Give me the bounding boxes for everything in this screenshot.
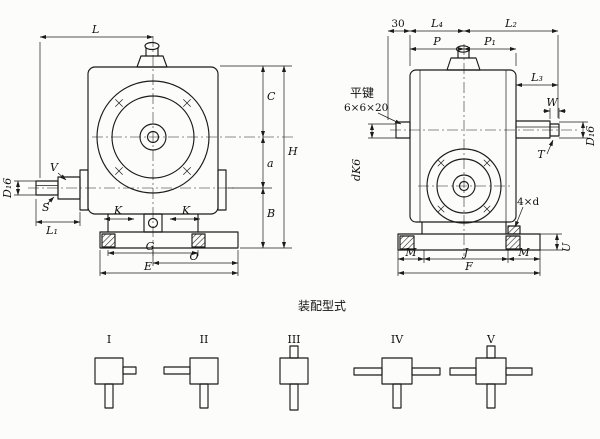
gearbox-front-body <box>35 41 239 249</box>
bolt-x-marks-side <box>437 159 491 213</box>
key-note-line1: 平键 <box>350 86 374 100</box>
assembly-title: 装配型式 <box>298 299 346 313</box>
dim-label-H: H <box>287 145 298 158</box>
foot-hatch-right <box>191 233 206 248</box>
dim-label-T: T <box>537 148 546 161</box>
output-shaft <box>515 120 551 139</box>
dim-label-U: U <box>560 242 573 252</box>
assembly-type-3-label: III <box>287 333 300 346</box>
dim-label-G: G <box>146 240 155 253</box>
assembly-type-1: I <box>94 333 137 409</box>
assembly-type-4-glyph <box>353 357 441 409</box>
side-centerlines <box>390 44 580 256</box>
side-foot-hatch-right <box>505 235 521 250</box>
assembly-type-4-label: IV <box>391 333 404 346</box>
dim-label-L: L <box>91 23 99 36</box>
dim-label-L3: L₃ <box>530 71 543 84</box>
assembly-type-2: II <box>163 333 219 409</box>
dim-label-L2: L₂ <box>504 17 517 30</box>
dim-label-dK6: dK6 <box>350 159 363 181</box>
bolt-x-marks-front <box>115 99 191 175</box>
dim-label-B: B <box>266 207 275 220</box>
input-shaft-stub <box>395 121 411 139</box>
assembly-type-2-label: II <box>200 333 209 346</box>
front-dim-labels: L C a B H V S D₁6 L₁ K K G O E <box>1 23 298 273</box>
assembly-type-1-glyph <box>94 357 137 409</box>
dim-label-S: S <box>42 201 50 214</box>
dim-label-K-right: K <box>181 204 191 217</box>
dim-label-D1-side: D₁6 <box>584 126 597 147</box>
foot-hatch-left <box>101 233 116 248</box>
dim-label-L4: L₄ <box>430 17 443 30</box>
dim-label-V: V <box>50 161 59 174</box>
dim-label-M-left: M <box>404 246 417 259</box>
dim-label-P: P <box>432 35 441 48</box>
dim-label-P1: P₁ <box>483 35 496 48</box>
dim-label-O: O <box>189 250 198 263</box>
side-view: 30 L₄ L₂ P P₁ L₃ 平键 6×6×20 W T dK6 D₁6 4… <box>344 17 597 276</box>
side-dimensions <box>368 28 588 276</box>
gearbox-side-body <box>395 45 560 251</box>
assembly-section: 装配型式 I II III <box>94 299 533 411</box>
key-note-line2: 6×6×20 <box>344 102 388 114</box>
dim-label-M-right: M <box>517 246 530 259</box>
dim-label-E: E <box>143 260 152 273</box>
assembly-type-2-glyph <box>163 357 219 409</box>
side-foot-hatch-left <box>399 235 415 250</box>
dim-label-a: a <box>267 157 274 170</box>
assembly-type-4: IV <box>353 333 441 409</box>
dim-label-D1-front: D₁6 <box>1 178 14 199</box>
assembly-type-5: V <box>449 333 533 409</box>
assembly-type-3: III <box>279 333 309 411</box>
dim-label-L1: L₁ <box>45 224 58 237</box>
front-view: L C a B H V S D₁6 L₁ K K G O E <box>1 23 298 276</box>
front-dimensions <box>14 34 292 276</box>
dim-label-F: F <box>464 260 473 273</box>
side-dim-labels: 30 L₄ L₂ P P₁ L₃ 平键 6×6×20 W T dK6 D₁6 4… <box>344 17 597 273</box>
assembly-type-5-glyph <box>449 345 533 409</box>
bolt-hole <box>507 225 521 235</box>
assembly-type-5-label: V <box>486 333 496 346</box>
assembly-type-3-glyph <box>279 345 309 411</box>
dim-label-J: J <box>462 246 469 259</box>
dim-label-C: C <box>267 90 276 103</box>
assembly-type-1-label: I <box>107 333 111 346</box>
dim-label-W: W <box>546 96 559 109</box>
dim-label-30: 30 <box>391 18 404 30</box>
dim-label-K-left: K <box>113 204 123 217</box>
dim-label-4xd: 4×d <box>517 196 539 208</box>
